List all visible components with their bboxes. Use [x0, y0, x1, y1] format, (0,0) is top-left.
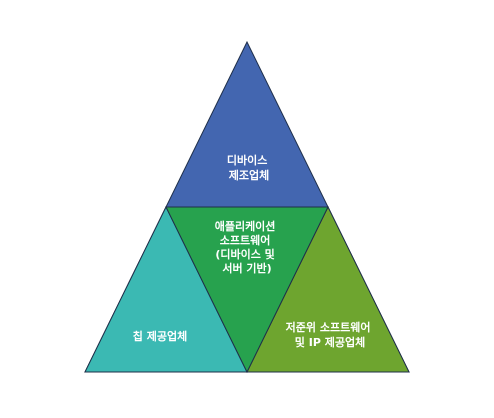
center-label-line-3: (디바이스 및: [215, 247, 274, 261]
center-segment-triangle: [165, 206, 329, 374]
center-label-line-4: 서버 기반): [222, 261, 271, 275]
top-segment-label: 디바이스 제조업체: [227, 153, 271, 182]
bottom-right-label-line-1: 저준위 소프트웨어: [286, 320, 371, 334]
center-segment-label: 애플리케이션 소프트웨어 (디바이스 및 서버 기반): [215, 219, 280, 275]
top-label-line-2: 제조업체: [229, 168, 269, 182]
center-label-line-1: 애플리케이션: [215, 219, 276, 233]
center-label-line-2: 소프트웨어: [220, 233, 271, 247]
bottom-left-label-line-1: 칩 제공업체: [133, 329, 187, 343]
top-label-line-1: 디바이스: [227, 153, 267, 167]
bottom-right-segment-label: 저준위 소프트웨어 및 IP 제공업체: [286, 320, 375, 349]
bottom-right-label-line-2: 및 IP 제공업체: [295, 335, 365, 349]
bottom-left-segment-label: 칩 제공업체: [133, 329, 187, 343]
